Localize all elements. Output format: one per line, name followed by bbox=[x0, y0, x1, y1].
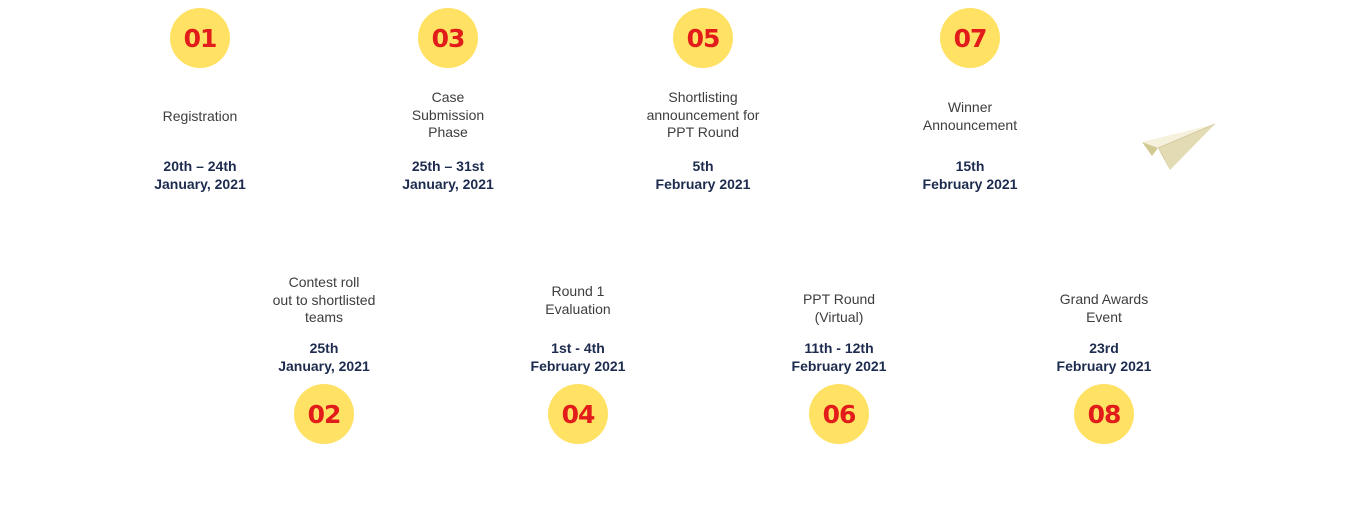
step-label: Shortlisting announcement for PPT Round bbox=[646, 89, 760, 140]
step-number-badge: 04 bbox=[548, 384, 608, 444]
step-number-badge: 06 bbox=[809, 384, 869, 444]
step-date: 5th February 2021 bbox=[655, 158, 751, 192]
step-number-badge: 07 bbox=[940, 8, 1000, 68]
step-label: Grand Awards Event bbox=[1059, 291, 1149, 325]
step-number-badge: 01 bbox=[170, 8, 230, 68]
step-date: 11th - 12th February 2021 bbox=[791, 340, 887, 374]
step-number-badge: 03 bbox=[418, 8, 478, 68]
step-number-badge: 02 bbox=[294, 384, 354, 444]
paper-plane-icon bbox=[1142, 123, 1216, 170]
step-label: Case Submission Phase bbox=[411, 89, 485, 140]
timeline-step-04: Round 1 Evaluation 1st - 4th February 20… bbox=[493, 270, 663, 450]
timeline-step-06: PPT Round (Virtual) 11th - 12th February… bbox=[754, 270, 924, 450]
timeline-step-07: 07 Winner Announcement 15th February 202… bbox=[885, 8, 1055, 192]
step-date: 25th January, 2021 bbox=[278, 340, 370, 374]
step-label: Round 1 Evaluation bbox=[545, 283, 611, 317]
timeline-step-08: Grand Awards Event 23rd February 2021 08 bbox=[1019, 270, 1189, 450]
step-date: 1st - 4th February 2021 bbox=[530, 340, 626, 374]
step-label: PPT Round (Virtual) bbox=[802, 291, 876, 325]
step-date: 25th – 31st January, 2021 bbox=[402, 158, 494, 192]
step-label: Winner Announcement bbox=[922, 99, 1018, 133]
step-date: 20th – 24th January, 2021 bbox=[154, 158, 246, 192]
step-date: 15th February 2021 bbox=[922, 158, 1018, 192]
step-number-badge: 05 bbox=[673, 8, 733, 68]
timeline-step-05: 05 Shortlisting announcement for PPT Rou… bbox=[618, 8, 788, 192]
timeline-step-01: 01 Registration 20th – 24th January, 202… bbox=[115, 8, 285, 192]
timeline-step-02: Contest roll out to shortlisted teams 25… bbox=[239, 270, 409, 450]
step-label: Registration bbox=[162, 108, 238, 124]
step-label: Contest roll out to shortlisted teams bbox=[272, 274, 376, 325]
step-date: 23rd February 2021 bbox=[1056, 340, 1152, 374]
step-number-badge: 08 bbox=[1074, 384, 1134, 444]
timeline-step-03: 03 Case Submission Phase 25th – 31st Jan… bbox=[363, 8, 533, 192]
